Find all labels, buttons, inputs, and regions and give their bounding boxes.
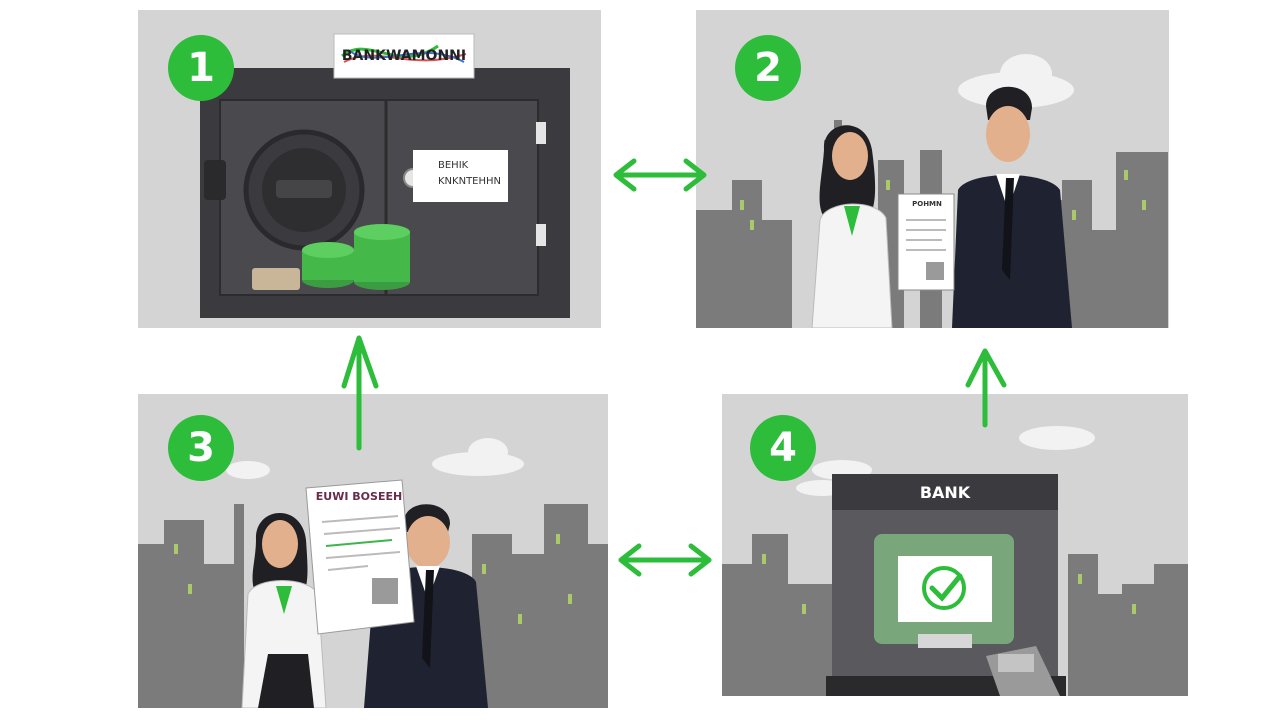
certificate-illustration xyxy=(138,394,608,708)
handover-illustration xyxy=(696,10,1169,328)
safe-label-line-2: KNKNTEHHN xyxy=(438,176,502,187)
woman-figure xyxy=(241,512,327,708)
up-arrow-icon xyxy=(965,348,1007,428)
document-title: POHMN xyxy=(912,200,942,208)
checkmark-icon xyxy=(922,566,966,610)
city-skyline xyxy=(722,534,1188,696)
atm-illustration xyxy=(722,394,1188,696)
atm-machine xyxy=(826,474,1066,696)
safe-label-line-1: BEHIK xyxy=(438,160,469,171)
step-badge-1: 1 xyxy=(168,35,234,101)
vault-dial-icon xyxy=(243,129,365,251)
atm-bank-label: BANK xyxy=(919,483,971,502)
document-icon xyxy=(897,193,955,291)
certificate-title: EUWI BOSEEH xyxy=(315,490,403,503)
cloud-icon xyxy=(226,438,524,479)
panel-step-2: POHMN xyxy=(696,10,1169,328)
cash-stack-icon xyxy=(252,224,410,290)
bank-sign: BANKWAMONNI xyxy=(341,48,467,64)
double-arrow-icon xyxy=(613,158,707,192)
panel-step-4: BANK xyxy=(722,394,1188,696)
step-badge-3: 3 xyxy=(168,415,234,481)
panel-step-3: EUWI BOSEEH xyxy=(138,394,608,708)
man-figure xyxy=(364,504,488,708)
up-arrow-icon xyxy=(341,335,379,451)
step-badge-4: 4 xyxy=(750,415,816,481)
vault-illustration xyxy=(138,10,601,328)
step-badge-2: 2 xyxy=(735,35,801,101)
certificate-document-icon xyxy=(305,479,415,635)
man-figure xyxy=(952,86,1072,328)
panel-step-1: BANKWAMONNI BEHIK KNKNTEHHN xyxy=(138,10,601,328)
double-arrow-icon xyxy=(618,543,712,577)
woman-figure xyxy=(811,125,893,328)
